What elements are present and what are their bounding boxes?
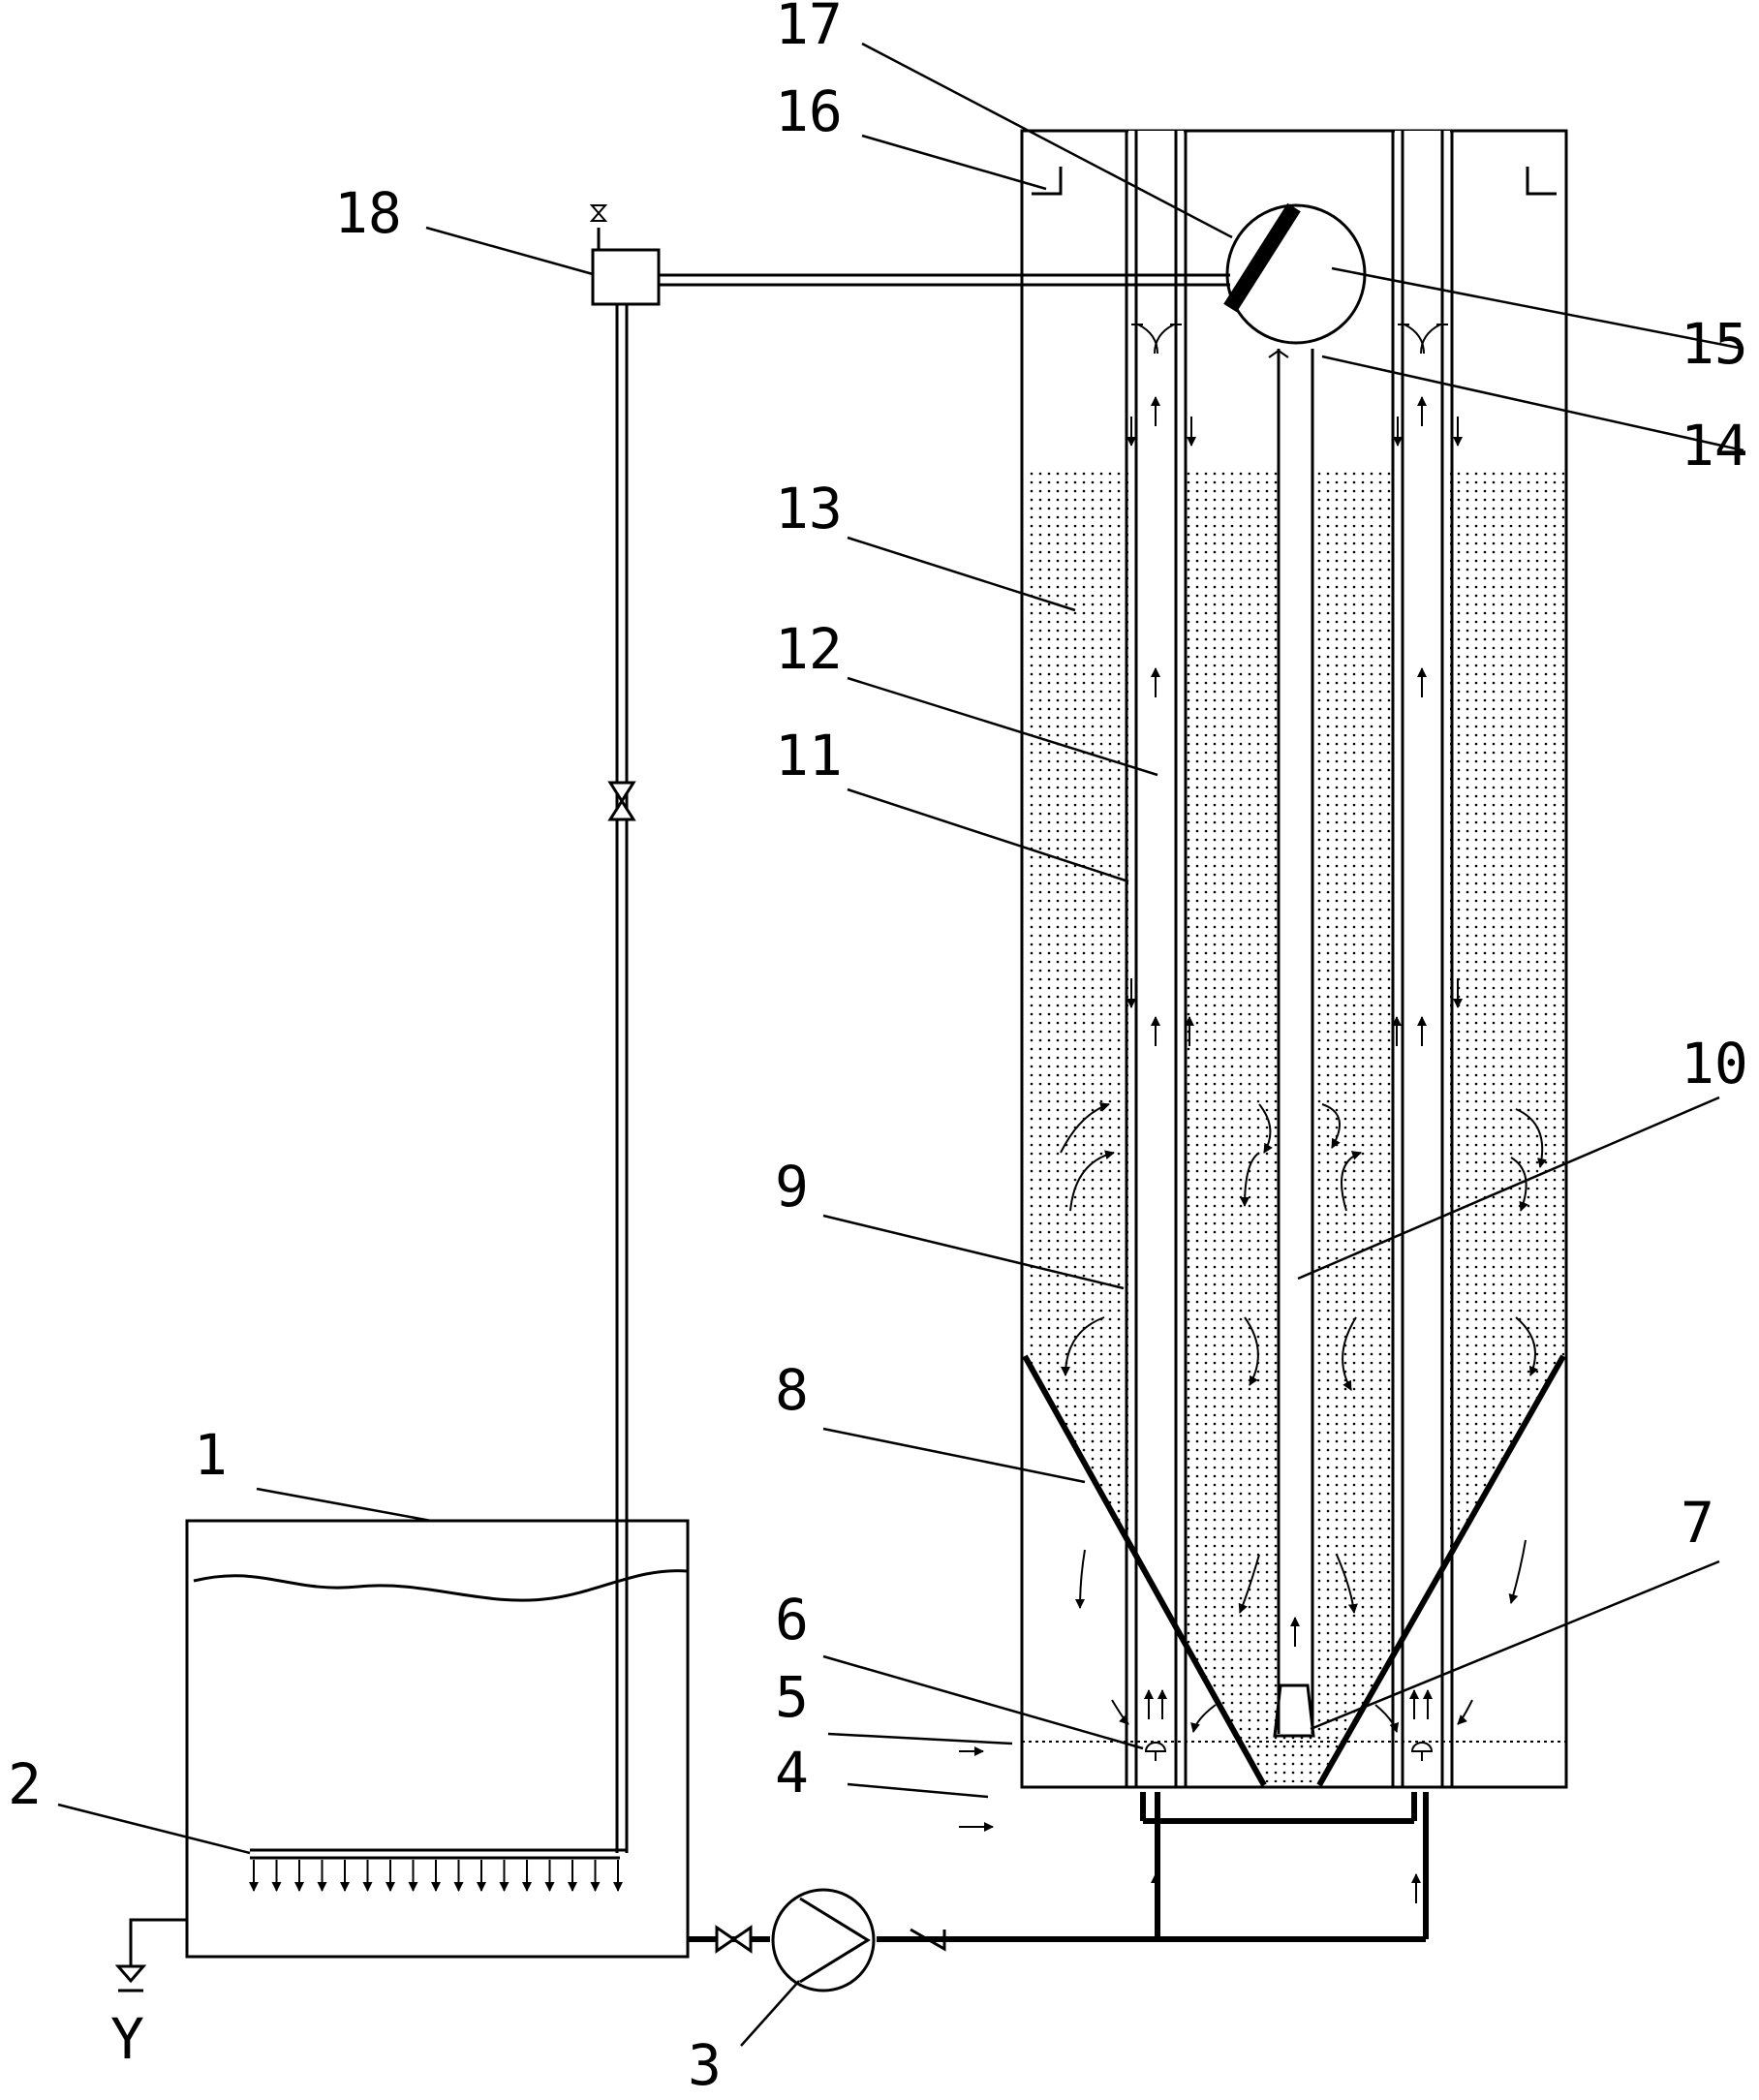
- top-baffles: [1032, 167, 1557, 196]
- circulation-arrow: [1075, 1549, 1086, 1609]
- label-8: 8: [775, 1357, 809, 1423]
- drain-mark: Y: [110, 2006, 144, 2072]
- label-1: 1: [194, 1422, 228, 1488]
- overflow-weirs: [1131, 324, 1448, 355]
- circulation-arrow: [1336, 1554, 1358, 1614]
- label-15: 15: [1681, 311, 1748, 377]
- circulation-arrow: [1508, 1539, 1527, 1604]
- label-5: 5: [775, 1664, 809, 1730]
- leader-lines: [57, 42, 1744, 2047]
- gas-separator: [1223, 202, 1367, 358]
- circulation-arrow: [1060, 1102, 1110, 1154]
- circulation-arrow: [1515, 1108, 1547, 1168]
- circulation-arrow: [1244, 1316, 1259, 1386]
- inlet-valve-icon: [715, 1925, 753, 1954]
- circulation-arrow: [1321, 1103, 1341, 1149]
- circulation-arrow: [1111, 1699, 1129, 1725]
- circulation-arrow: [1515, 1316, 1539, 1376]
- circulation-arrow: [1258, 1103, 1273, 1154]
- diffusers: [1144, 1742, 1434, 1761]
- valve-icon: [607, 781, 636, 821]
- distributor-outlets: [249, 1860, 623, 1892]
- storage-tank: [185, 1519, 690, 1959]
- drain: [114, 1918, 187, 1992]
- label-12: 12: [775, 616, 843, 682]
- circulation-arrow: [1457, 1699, 1473, 1725]
- right-draft-tube: [1391, 131, 1454, 1787]
- reactor-shell: [1020, 129, 1568, 1789]
- circulation-arrow: [1240, 1152, 1260, 1207]
- circulation-arrow: [1341, 1151, 1362, 1212]
- left-draft-tube: [1125, 131, 1188, 1787]
- central-riser: [1277, 349, 1314, 1734]
- label-4: 4: [775, 1740, 809, 1806]
- cone-bottom: [1022, 1354, 1566, 1787]
- flow-arrows: [959, 396, 1547, 1903]
- circulation-arrow: [1510, 1157, 1528, 1212]
- component-labels: 1 2 3 4 5 6 7 8 9 10 11 12 13 14 15 16 1…: [8, 0, 1748, 2098]
- label-2: 2: [8, 1751, 42, 1817]
- nozzle: [1273, 1683, 1315, 1738]
- circulation-arrow: [1190, 1704, 1217, 1733]
- label-14: 14: [1681, 413, 1748, 479]
- label-6: 6: [775, 1587, 809, 1652]
- circulation-arrow: [1374, 1704, 1400, 1733]
- check-valve-icon: [910, 1928, 946, 1952]
- label-10: 10: [1681, 1031, 1748, 1096]
- circulation-arrow: [1069, 1150, 1115, 1212]
- gas-pipe: [659, 273, 1230, 287]
- pump: [771, 1888, 876, 1992]
- label-17: 17: [775, 0, 843, 57]
- label-7: 7: [1681, 1490, 1714, 1556]
- label-16: 16: [775, 78, 843, 144]
- return-line: [615, 304, 629, 1853]
- label-3: 3: [688, 2032, 722, 2098]
- circulation-arrow: [1238, 1554, 1260, 1614]
- feed-line: [688, 1792, 1429, 1942]
- distributor: [250, 1848, 627, 1860]
- gas-collector: [589, 204, 661, 306]
- label-18: 18: [334, 180, 402, 246]
- label-13: 13: [775, 476, 843, 541]
- circulation-arrow: [1342, 1316, 1357, 1391]
- label-9: 9: [775, 1154, 809, 1220]
- label-11: 11: [775, 723, 843, 788]
- circulation-arrow: [1061, 1316, 1105, 1376]
